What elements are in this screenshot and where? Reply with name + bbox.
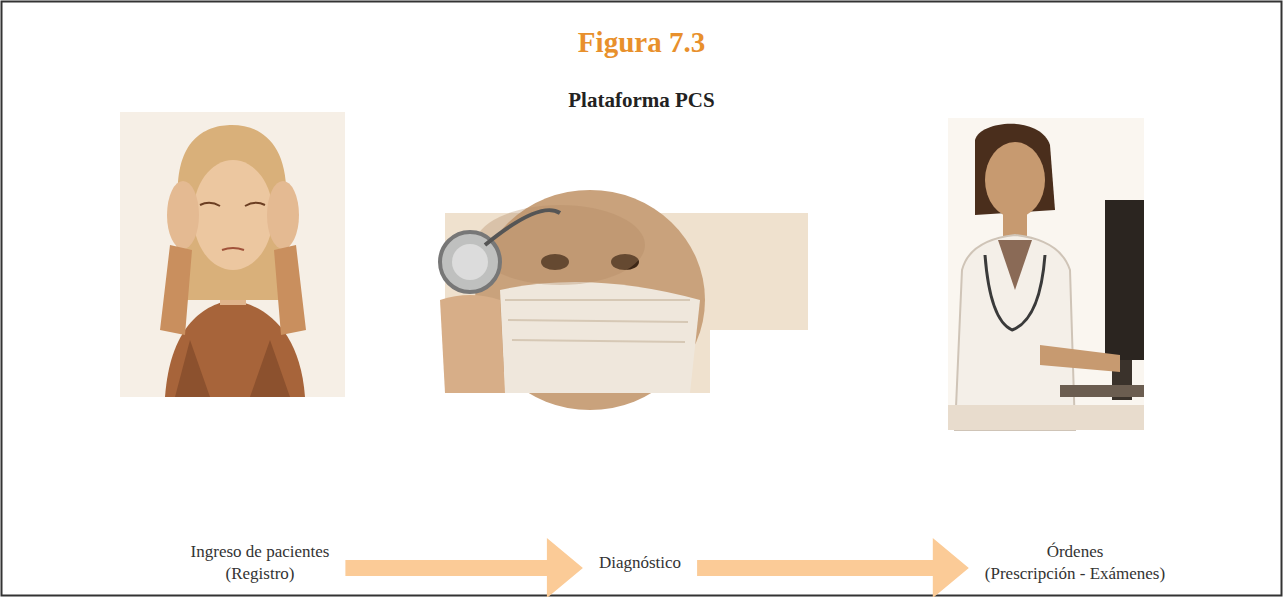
flow-arrow <box>697 538 969 597</box>
caption-text: (Prescripción - Exámenes) <box>985 563 1165 585</box>
doctor-computer-photo <box>948 118 1144 430</box>
caption-text: Diagnóstico <box>599 552 681 574</box>
patient-photo <box>120 112 345 397</box>
caption-text: (Registro) <box>191 563 330 585</box>
caption-text: Ingreso de pacientes <box>191 541 330 563</box>
figure-title: Figura 7.3 <box>0 26 1283 59</box>
figure-subtitle: Plataforma PCS <box>0 88 1283 113</box>
stage-caption: Diagnóstico <box>595 550 685 576</box>
stage-caption: Ingreso de pacientes(Registro) <box>187 539 334 587</box>
flow-arrow <box>345 538 583 597</box>
doctor-stethoscope-photo <box>440 190 808 410</box>
stage-caption: Órdenes(Prescripción - Exámenes) <box>981 539 1169 587</box>
caption-text: Órdenes <box>985 541 1165 563</box>
